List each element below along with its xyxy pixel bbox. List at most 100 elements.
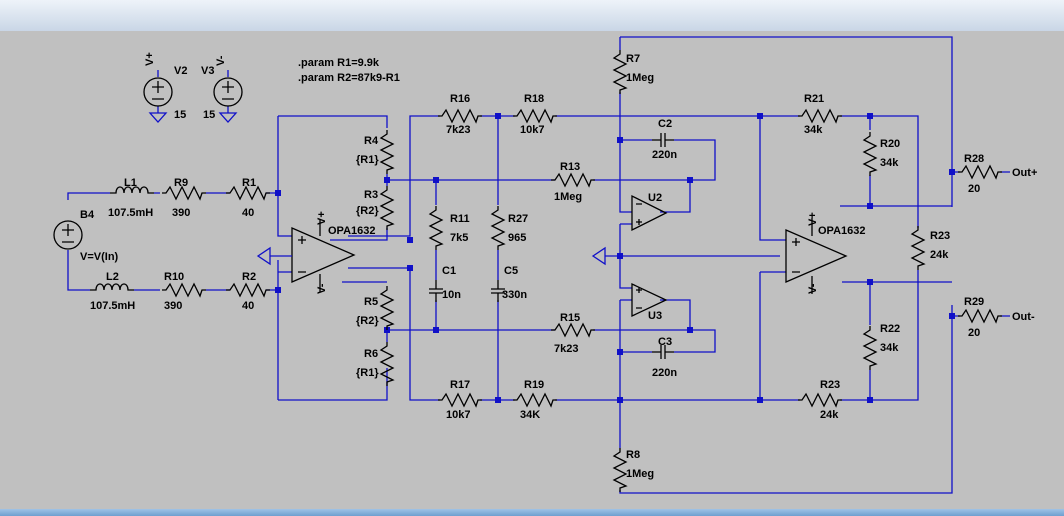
r1-value: 40 bbox=[242, 207, 254, 219]
resistor-r27[interactable]: R27 965 bbox=[491, 205, 528, 251]
resistor-r1[interactable]: R1 40 bbox=[225, 177, 271, 219]
r9-value: 390 bbox=[172, 207, 190, 219]
c2-value: 220n bbox=[652, 149, 677, 161]
inductor-l2[interactable]: L2 107.5mH bbox=[89, 271, 135, 312]
r2-ref: R2 bbox=[242, 271, 256, 283]
r18-value: 34K bbox=[520, 409, 540, 421]
opamp-left[interactable]: V+ V- OPA1632 bbox=[256, 211, 376, 294]
r23-ref: R23 bbox=[930, 230, 950, 242]
capacitor-c2[interactable]: C2 220n bbox=[651, 118, 677, 161]
r3-value: {R2} bbox=[356, 205, 379, 217]
r19-ref: R20 bbox=[880, 138, 900, 150]
opamp-right-vminus: V- bbox=[807, 283, 819, 294]
b4-value: V=V(In) bbox=[80, 251, 119, 263]
resistor-r21[interactable]: R22 34k bbox=[863, 323, 900, 371]
schematic-svg: V+ V2 15 V- V3 15 B4 V=V(In) .param R1=9… bbox=[53, 36, 1037, 494]
resistor-r17[interactable]: R18 10k7 bbox=[512, 93, 558, 136]
resistor-r19[interactable]: R20 34k bbox=[863, 131, 900, 177]
resistor-r22[interactable]: R23 24k bbox=[797, 379, 843, 421]
opamp-left-vminus: V- bbox=[316, 283, 328, 294]
u2-ref: U2 bbox=[648, 192, 662, 204]
l2-value: 107.5mH bbox=[90, 300, 135, 312]
r22-ref: R23 bbox=[820, 379, 840, 391]
r27-value: 965 bbox=[508, 232, 526, 244]
capacitor-c1[interactable]: C1 10n bbox=[428, 265, 461, 303]
r2-value: 40 bbox=[242, 300, 254, 312]
r19-value: 34k bbox=[880, 157, 899, 169]
r17-value: 10k7 bbox=[520, 124, 544, 136]
resistor-r29[interactable]: R29 20 bbox=[957, 296, 1003, 339]
resistor-r18[interactable]: R19 34K bbox=[512, 379, 558, 421]
output-plus-label: Out+ bbox=[1012, 167, 1037, 179]
opamp-u2[interactable]: U2 bbox=[631, 192, 668, 232]
r13-ref: R15 bbox=[560, 312, 580, 324]
r12-ref: R13 bbox=[560, 161, 580, 173]
r11-ref: R11 bbox=[450, 213, 470, 225]
opamp-left-ref: OPA1632 bbox=[328, 225, 376, 237]
r6-ref: R6 bbox=[364, 348, 378, 360]
v3-node: V- bbox=[215, 55, 227, 66]
r18-ref: R19 bbox=[524, 379, 544, 391]
resistor-r4[interactable]: R4 {R1} bbox=[356, 129, 394, 175]
r29-value: 20 bbox=[968, 327, 980, 339]
resistor-r20[interactable]: R21 34k bbox=[797, 93, 843, 136]
l1-ref: L1 bbox=[124, 177, 137, 189]
r10-ref: R10 bbox=[164, 271, 184, 283]
resistor-r7[interactable]: R7 1Meg bbox=[613, 49, 654, 95]
v2-node: V+ bbox=[144, 52, 156, 66]
resistor-r5[interactable]: R5 {R2} bbox=[356, 285, 394, 331]
r8-value: 1Meg bbox=[626, 468, 654, 480]
resistor-r6[interactable]: R6 {R1} bbox=[356, 341, 394, 387]
resistor-r12[interactable]: R13 1Meg bbox=[550, 161, 596, 203]
r27-ref: R27 bbox=[508, 213, 528, 225]
v3-ref: V3 bbox=[201, 65, 214, 77]
c2-ref: C2 bbox=[658, 118, 672, 130]
capacitor-c5[interactable]: C5 330n bbox=[490, 265, 527, 303]
r7-ref: R7 bbox=[626, 53, 640, 65]
u3-ref: U3 bbox=[648, 310, 662, 322]
output-minus-label: Out- bbox=[1012, 311, 1035, 323]
source-b4[interactable]: B4 V=V(In) bbox=[53, 209, 119, 263]
wires bbox=[67, 36, 1010, 494]
resistor-r15[interactable]: R16 7k23 bbox=[437, 93, 483, 136]
reference-node-icon bbox=[591, 246, 606, 266]
r8-ref: R8 bbox=[626, 449, 640, 461]
resistor-r10[interactable]: R10 390 bbox=[161, 271, 207, 312]
resistor-r2[interactable]: R2 40 bbox=[225, 271, 271, 312]
r1-ref: R1 bbox=[242, 177, 256, 189]
status-bar bbox=[0, 509, 1064, 516]
resistor-r28[interactable]: R28 20 bbox=[957, 153, 1003, 195]
c3-value: 220n bbox=[652, 367, 677, 379]
opamp-right-vplus: V+ bbox=[807, 212, 819, 226]
r5-value: {R2} bbox=[356, 315, 379, 327]
resistor-r9[interactable]: R9 390 bbox=[161, 177, 207, 219]
resistor-r8[interactable]: R8 1Meg bbox=[613, 447, 654, 493]
r21-ref: R22 bbox=[880, 323, 900, 335]
c1-value: 10n bbox=[442, 289, 461, 301]
inductor-l1[interactable]: L1 107.5mH bbox=[108, 177, 155, 219]
r20-value: 34k bbox=[804, 124, 823, 136]
resistor-r3[interactable]: R3 {R2} bbox=[356, 185, 394, 231]
resistor-r23[interactable]: R19 R23 34k bbox=[911, 225, 950, 271]
r7-value: 1Meg bbox=[626, 72, 654, 84]
resistor-r11[interactable]: R11 7k5 bbox=[429, 205, 470, 251]
r29-ref: R29 bbox=[964, 296, 984, 308]
param-directive-1: .param R1=9.9k bbox=[298, 57, 380, 69]
opamp-left-vplus: V+ bbox=[316, 211, 328, 225]
schematic-canvas[interactable]: V+ V2 15 V- V3 15 B4 V=V(In) .param R1=9… bbox=[0, 31, 1064, 509]
r15-value: 7k23 bbox=[446, 124, 470, 136]
resistor-r13[interactable]: R15 7k23 bbox=[550, 312, 596, 355]
source-v2[interactable]: V+ V2 15 bbox=[143, 52, 187, 123]
c5-value: 330n bbox=[502, 289, 527, 301]
opamp-u3[interactable]: U3 bbox=[631, 282, 668, 322]
capacitor-c3[interactable]: C3 220n bbox=[651, 336, 677, 379]
r6-value: {R1} bbox=[356, 367, 379, 379]
v2-ref: V2 bbox=[174, 65, 187, 77]
l2-ref: L2 bbox=[106, 271, 119, 283]
r3-ref: R3 bbox=[364, 189, 378, 201]
opamp-right[interactable]: V+ V- OPA1632 bbox=[785, 212, 866, 294]
r4-ref: R4 bbox=[364, 135, 379, 147]
r21-value: 34k bbox=[880, 342, 899, 354]
source-v3[interactable]: V- V3 15 bbox=[201, 55, 243, 123]
resistor-r16[interactable]: R17 10k7 bbox=[437, 379, 483, 421]
